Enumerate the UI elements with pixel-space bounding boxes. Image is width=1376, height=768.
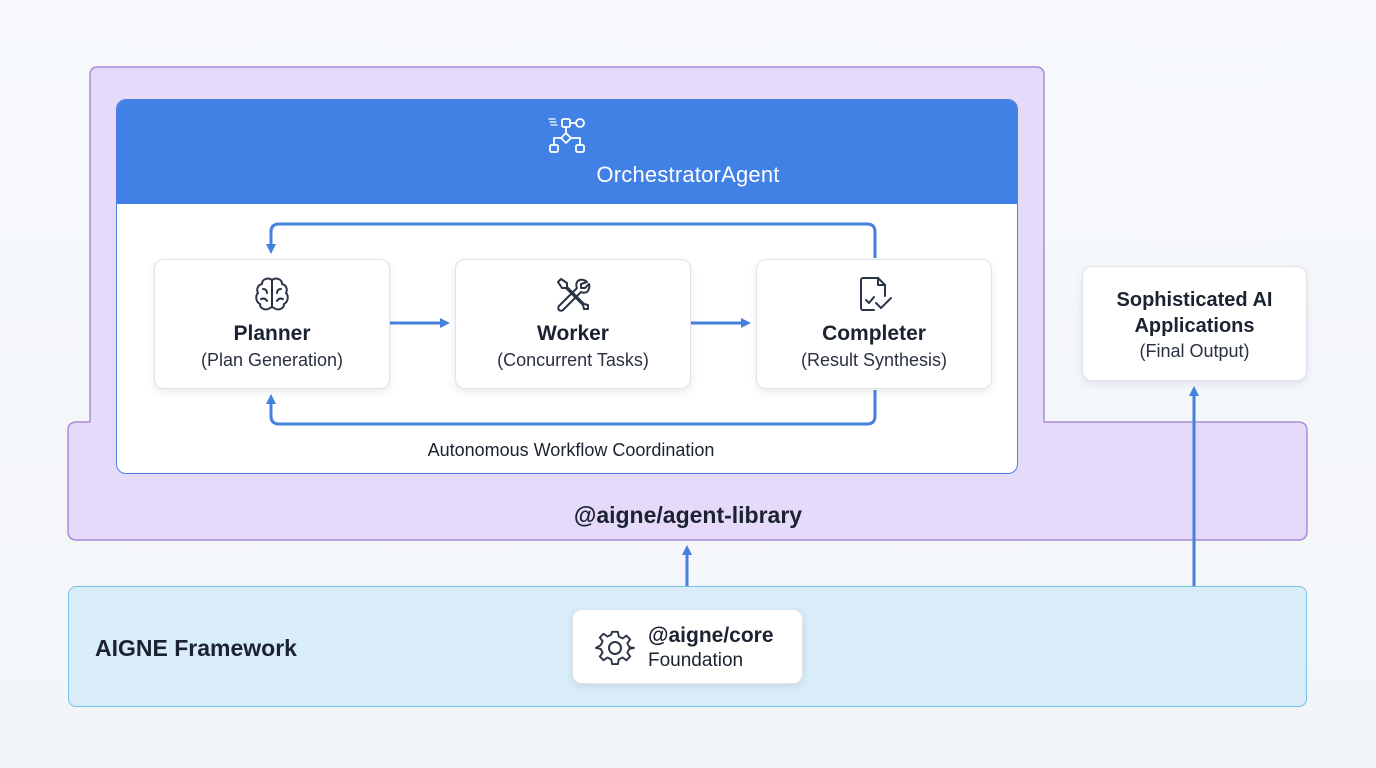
completer-subtitle: (Result Synthesis) <box>800 350 948 370</box>
framework-label: AIGNE Framework <box>95 635 297 661</box>
gear-icon <box>595 630 635 666</box>
agent-library-label: @aigne/agent-library <box>573 502 803 528</box>
applications-title: Sophisticated AI Applications <box>1116 289 1273 337</box>
brain-icon <box>255 277 289 311</box>
orchestrator-header <box>117 100 1017 204</box>
worker-title: Worker <box>537 322 609 345</box>
planner-card: Planner (Plan Generation) <box>154 259 390 389</box>
core-title: @aigne/core <box>648 624 774 647</box>
worker-subtitle: (Concurrent Tasks) <box>497 350 649 370</box>
completer-card: Completer (Result Synthesis) <box>756 259 992 389</box>
planner-title: Planner <box>233 322 311 345</box>
worker-card: Worker (Concurrent Tasks) <box>455 259 691 389</box>
core-card: @aigne/core Foundation <box>572 609 803 684</box>
completer-title: Completer <box>822 322 926 345</box>
applications-subtitle: (Final Output) <box>1139 341 1250 361</box>
workflow-caption: Autonomous Workflow Coordination <box>427 440 715 460</box>
workflow-icon <box>548 118 585 153</box>
applications-card: Sophisticated AI Applications (Final Out… <box>1082 266 1307 381</box>
planner-subtitle: (Plan Generation) <box>200 350 344 370</box>
document-check-icon <box>860 277 892 311</box>
orchestrator-title: OrchestratorAgent <box>596 162 780 187</box>
tools-icon <box>557 278 591 312</box>
core-subtitle: Foundation <box>648 650 744 671</box>
